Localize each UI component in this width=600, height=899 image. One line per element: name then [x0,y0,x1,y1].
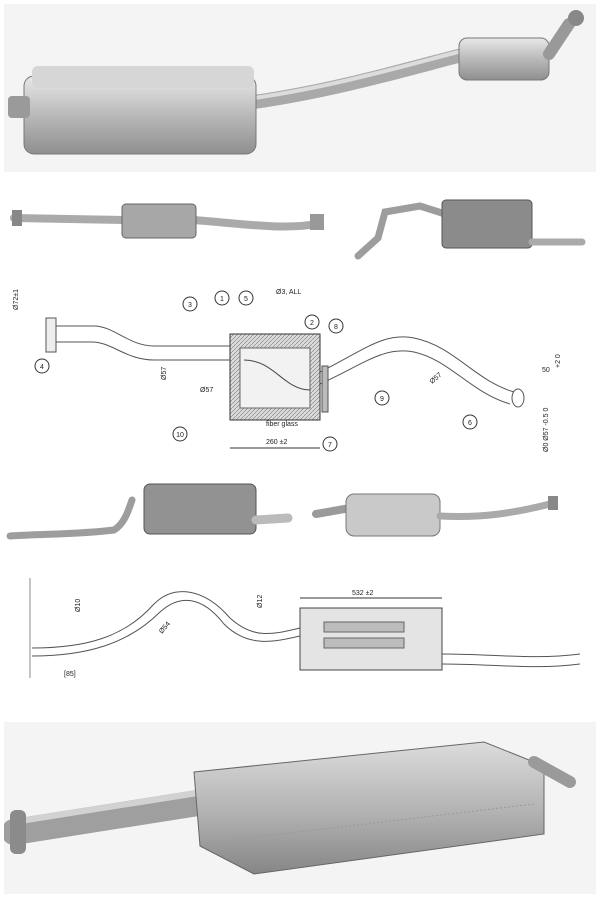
callout-1-label: 1 [220,296,224,303]
photo-exhaust-long [4,4,596,172]
callout-6-label: 6 [468,420,472,427]
dim-pipe3: Ø57 [429,372,444,386]
dim-pipe2: Ø57 [200,387,213,394]
callout-5 [238,290,254,306]
callout-9-label: 9 [380,396,384,403]
dim-d-a: Ø12 [257,595,264,608]
callout-5-label: 5 [244,296,248,303]
dim-wire: Ø3, ALL [276,289,301,296]
callout-4-label: 4 [40,364,44,371]
technical-drawing-muffler: 4 3 1 5 2 8 9 6 7 10 Ø72±1 Ø3, ALL Ø57 Ø… [4,280,596,462]
dim-d-b: Ø54 [158,621,172,636]
callout-10 [172,426,188,442]
callout-4 [34,358,50,374]
dim-d-c: Ø10 [75,599,82,612]
technical-drawing-exhaust-assembly: 532 ±2 Ø12 Ø54 Ø10 [85] [24,578,596,682]
callout-8 [328,318,344,334]
dim-length-2: 532 ±2 [352,590,373,597]
callout-7-label: 7 [328,442,332,449]
callout-1 [214,290,230,306]
callout-9 [374,390,390,406]
dim-small: [85] [64,671,76,678]
photo-exhaust-rear-tailpipe [4,478,300,550]
callout-6 [462,414,478,430]
callout-2 [304,314,320,330]
dim-material: fiber glass [266,421,298,428]
callout-3-label: 3 [188,302,192,309]
callout-7 [322,436,338,452]
photo-exhaust-middle-pipe [4,190,334,260]
dim-outlet-len: 50 [542,367,550,374]
callout-2-label: 2 [310,320,314,327]
dim-pipe1: Ø57 [161,367,168,380]
dim-outlet-d: Ø0 Ø57 -0.5 0 [543,408,550,452]
callout-10-label: 10 [176,432,184,439]
callout-8-label: 8 [334,324,338,331]
photo-exhaust-large-muffler [4,722,596,894]
photo-exhaust-oval-muffler [310,482,596,542]
dim-outlet-tol: +2 0 [555,354,562,368]
photo-exhaust-rear-box [350,190,596,265]
callout-3 [182,296,198,312]
dim-length: 260 ±2 [266,439,287,446]
dim-inlet: Ø72±1 [13,289,20,310]
